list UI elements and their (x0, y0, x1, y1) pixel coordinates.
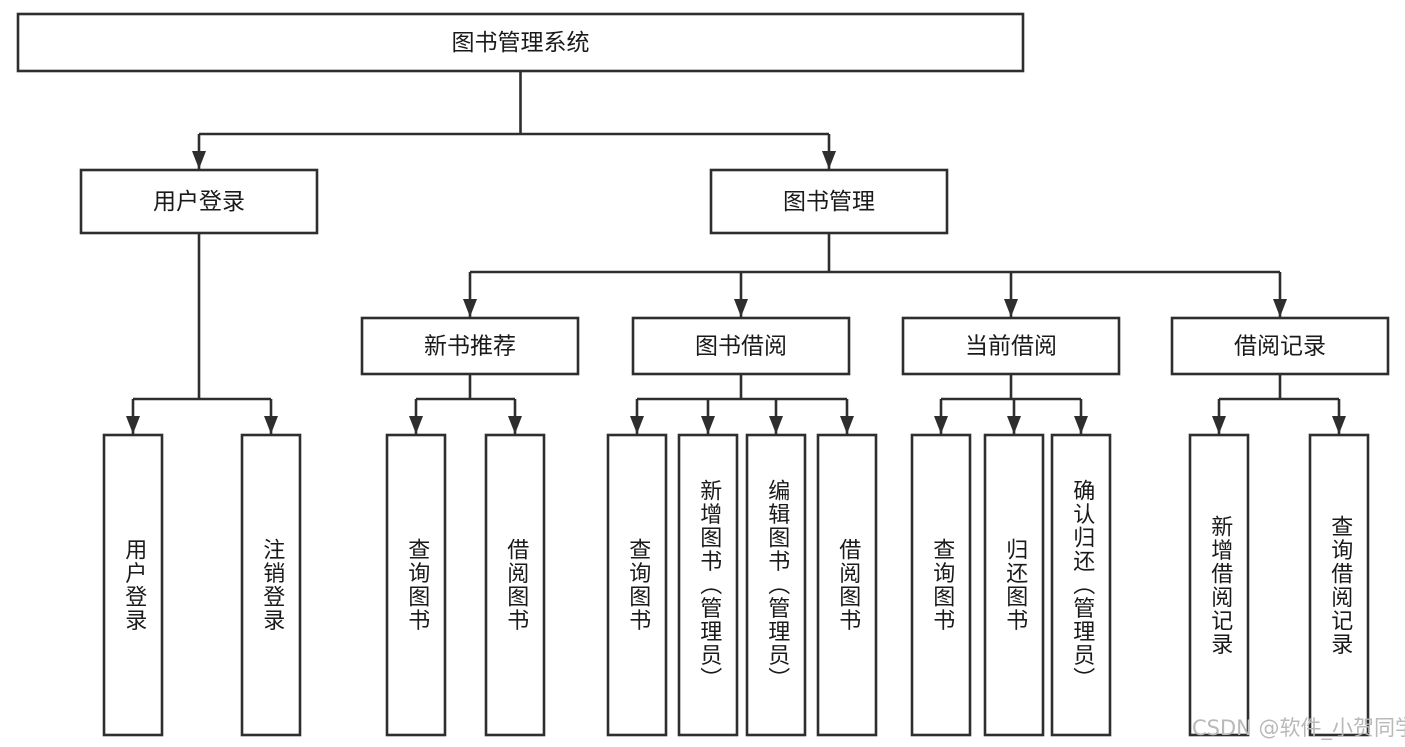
arrow-head (1074, 416, 1088, 434)
arrow-head (822, 151, 836, 169)
node-box[interactable] (745, 433, 807, 737)
arrow-head (630, 416, 644, 434)
node-box[interactable] (240, 433, 302, 737)
arrow-head (1004, 299, 1018, 317)
node-current-borrow[interactable]: 当前借阅 (901, 316, 1121, 376)
node-box[interactable] (901, 316, 1121, 376)
node-label: 借阅记录 (1234, 334, 1326, 360)
arrow-head (934, 416, 948, 434)
node-box[interactable] (1050, 433, 1112, 737)
node-label: 图书管理 (783, 189, 875, 215)
node-new-book-recommend[interactable]: 新书推荐 (360, 316, 580, 376)
arrow-head (1273, 299, 1287, 317)
node-leaf-user-logout[interactable] (240, 433, 302, 737)
node-leaf-query-book-1[interactable] (385, 433, 447, 737)
arrow-head (1332, 416, 1346, 434)
node-box[interactable] (1188, 433, 1250, 737)
watermark-text: CSDN @软件_小贺同学 (1192, 716, 1405, 740)
edge-group-root (192, 71, 836, 169)
node-label: 图书借阅 (695, 334, 787, 360)
node-leaf-query-book-2[interactable] (606, 433, 668, 737)
node-box[interactable] (606, 433, 668, 737)
arrow-head (1212, 416, 1226, 434)
node-book-manage[interactable]: 图书管理 (709, 168, 949, 235)
node-leaf-borrow-book-1[interactable] (484, 433, 546, 737)
node-label: 图书管理系统 (452, 30, 590, 56)
node-leaf-query-record[interactable] (1308, 433, 1370, 737)
arrow-head (264, 416, 278, 434)
node-box[interactable] (1308, 433, 1370, 737)
node-leaf-edit-book[interactable] (745, 433, 807, 737)
edge-group-book-borrow (630, 374, 854, 434)
node-box[interactable] (816, 433, 878, 737)
arrow-head (409, 416, 423, 434)
node-box[interactable] (677, 433, 739, 737)
node-box[interactable] (102, 433, 164, 737)
arrow-head (126, 416, 140, 434)
arrow-head (463, 299, 477, 317)
node-leaf-user-login[interactable] (102, 433, 164, 737)
node-box[interactable] (1170, 316, 1390, 376)
edge-group-book-manage (463, 233, 1287, 317)
arrow-head (192, 151, 206, 169)
arrow-head (769, 416, 783, 434)
arrow-head (508, 416, 522, 434)
edge-group-borrow-record (1212, 374, 1346, 434)
edge-group-user-login (126, 233, 278, 434)
node-user-login[interactable]: 用户登录 (79, 168, 319, 235)
edge-group-new-book-recommend (409, 374, 522, 434)
arrow-head (840, 416, 854, 434)
node-leaf-query-book-3[interactable] (910, 433, 972, 737)
node-book-borrow[interactable]: 图书借阅 (631, 316, 851, 376)
node-leaf-borrow-book-2[interactable] (816, 433, 878, 737)
node-leaf-return-book[interactable] (983, 433, 1045, 737)
node-root[interactable]: 图书管理系统 (16, 12, 1025, 73)
node-box[interactable] (631, 316, 851, 376)
node-box[interactable] (16, 12, 1025, 73)
edge-group-current-borrow (934, 374, 1088, 434)
arrow-head (734, 299, 748, 317)
node-label: 当前借阅 (965, 334, 1057, 360)
node-box[interactable] (910, 433, 972, 737)
node-box[interactable] (79, 168, 319, 235)
node-label: 用户登录 (153, 189, 245, 215)
arrow-head (1007, 416, 1021, 434)
node-box[interactable] (360, 316, 580, 376)
node-box[interactable] (484, 433, 546, 737)
node-leaf-add-record[interactable] (1188, 433, 1250, 737)
node-box[interactable] (385, 433, 447, 737)
node-borrow-record[interactable]: 借阅记录 (1170, 316, 1390, 376)
node-label: 新书推荐 (424, 334, 516, 360)
node-box[interactable] (983, 433, 1045, 737)
node-box[interactable] (709, 168, 949, 235)
arrow-head (701, 416, 715, 434)
node-leaf-add-book[interactable] (677, 433, 739, 737)
node-leaf-confirm-return[interactable] (1050, 433, 1112, 737)
